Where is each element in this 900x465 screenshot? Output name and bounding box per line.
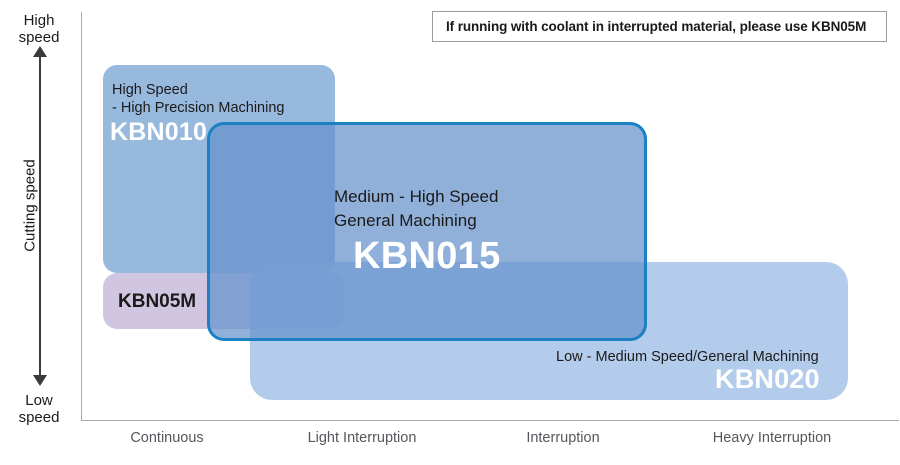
region-kbn020-code: KBN020 [715, 364, 820, 394]
x-tick-light-interruption: Light Interruption [307, 430, 417, 446]
y-axis-high-label: High speed [0, 12, 78, 46]
region-kbn020-description: Low - Medium Speed/General Machining [556, 349, 819, 365]
x-tick-interruption: Interruption [526, 430, 600, 446]
y-axis-high-label-line2: speed [18, 29, 60, 46]
region-kbn05m-code: KBN05M [118, 291, 197, 312]
x-tick-heavy-interruption: Heavy Interruption [712, 430, 832, 446]
region-kbn010-description: High Speed - High Precision Machining [112, 81, 284, 117]
x-tick-continuous: Continuous [130, 430, 204, 446]
region-kbn010-desc-line2: - High Precision Machining [112, 100, 285, 116]
arrow-down-icon [33, 375, 47, 386]
y-axis-low-label: Low speed [0, 392, 78, 426]
y-axis-high-label-line1: High [23, 12, 55, 29]
y-axis-double-arrow [31, 46, 49, 386]
region-kbn010-desc-line1: High Speed [112, 82, 188, 98]
y-axis-title: Cutting speed [21, 159, 39, 252]
y-axis-low-label-line1: Low [25, 392, 53, 409]
y-axis-line [81, 12, 82, 421]
region-kbn015-desc-line1: Medium - High Speed [334, 187, 499, 206]
y-axis-low-label-line2: speed [18, 409, 60, 426]
region-kbn015-desc-line2: General Machining [334, 211, 477, 230]
region-kbn010-code: KBN010 [110, 118, 208, 146]
region-kbn015-description: Medium - High Speed General Machining [334, 185, 498, 233]
arrow-up-icon [33, 46, 47, 57]
region-kbn015-code: KBN015 [353, 235, 501, 277]
coolant-note-box: If running with coolant in interrupted m… [432, 11, 887, 42]
region-kbn015[interactable] [207, 122, 647, 341]
x-axis-line [81, 420, 899, 421]
arrow-shaft [39, 55, 41, 377]
coolant-note-text: If running with coolant in interrupted m… [446, 19, 867, 34]
